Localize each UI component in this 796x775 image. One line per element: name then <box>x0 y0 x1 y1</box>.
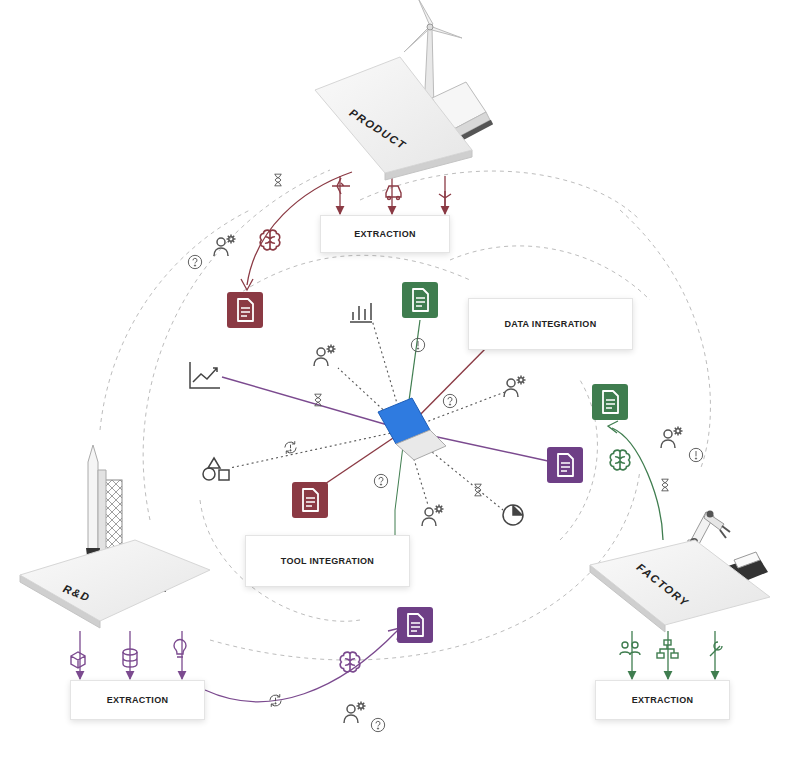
box-label: DATA INTEGRATION <box>505 319 597 329</box>
flow-arrows <box>205 172 663 702</box>
laptop <box>378 398 446 460</box>
platform-shape <box>585 535 775 630</box>
stage-box: DATA INTEGRATION <box>468 298 633 350</box>
stage-box: EXTRACTION <box>595 680 730 720</box>
extraction-arrow <box>129 631 130 679</box>
extraction-arrow <box>667 631 668 679</box>
extraction-arrow <box>79 631 80 679</box>
platform: PRODUCT <box>310 55 480 175</box>
box-label: EXTRACTION <box>632 695 694 705</box>
platform: R&D <box>15 535 215 630</box>
extraction-arrow <box>631 631 632 679</box>
spoke-lines <box>222 320 548 535</box>
arrow-icons <box>71 178 722 668</box>
platform-top <box>20 540 210 621</box>
platform: FACTORY <box>585 535 775 630</box>
platform-top <box>590 540 770 625</box>
stage-box: EXTRACTION <box>320 215 450 253</box>
extraction-arrow <box>181 631 182 679</box>
extraction-arrow <box>391 176 392 214</box>
extraction-arrow <box>714 631 715 679</box>
status-icons <box>188 174 702 731</box>
box-label: EXTRACTION <box>354 229 416 239</box>
stage-box: TOOL INTEGRATION <box>245 535 410 587</box>
extraction-arrow <box>444 176 445 214</box>
platform-top <box>315 57 472 173</box>
platform-shape <box>15 535 215 630</box>
brain-icons <box>260 230 630 672</box>
extraction-arrow <box>339 176 340 214</box>
box-label: TOOL INTEGRATION <box>281 556 374 566</box>
platform-shape <box>310 55 480 175</box>
stage-box: EXTRACTION <box>70 680 205 720</box>
box-label: EXTRACTION <box>107 695 169 705</box>
